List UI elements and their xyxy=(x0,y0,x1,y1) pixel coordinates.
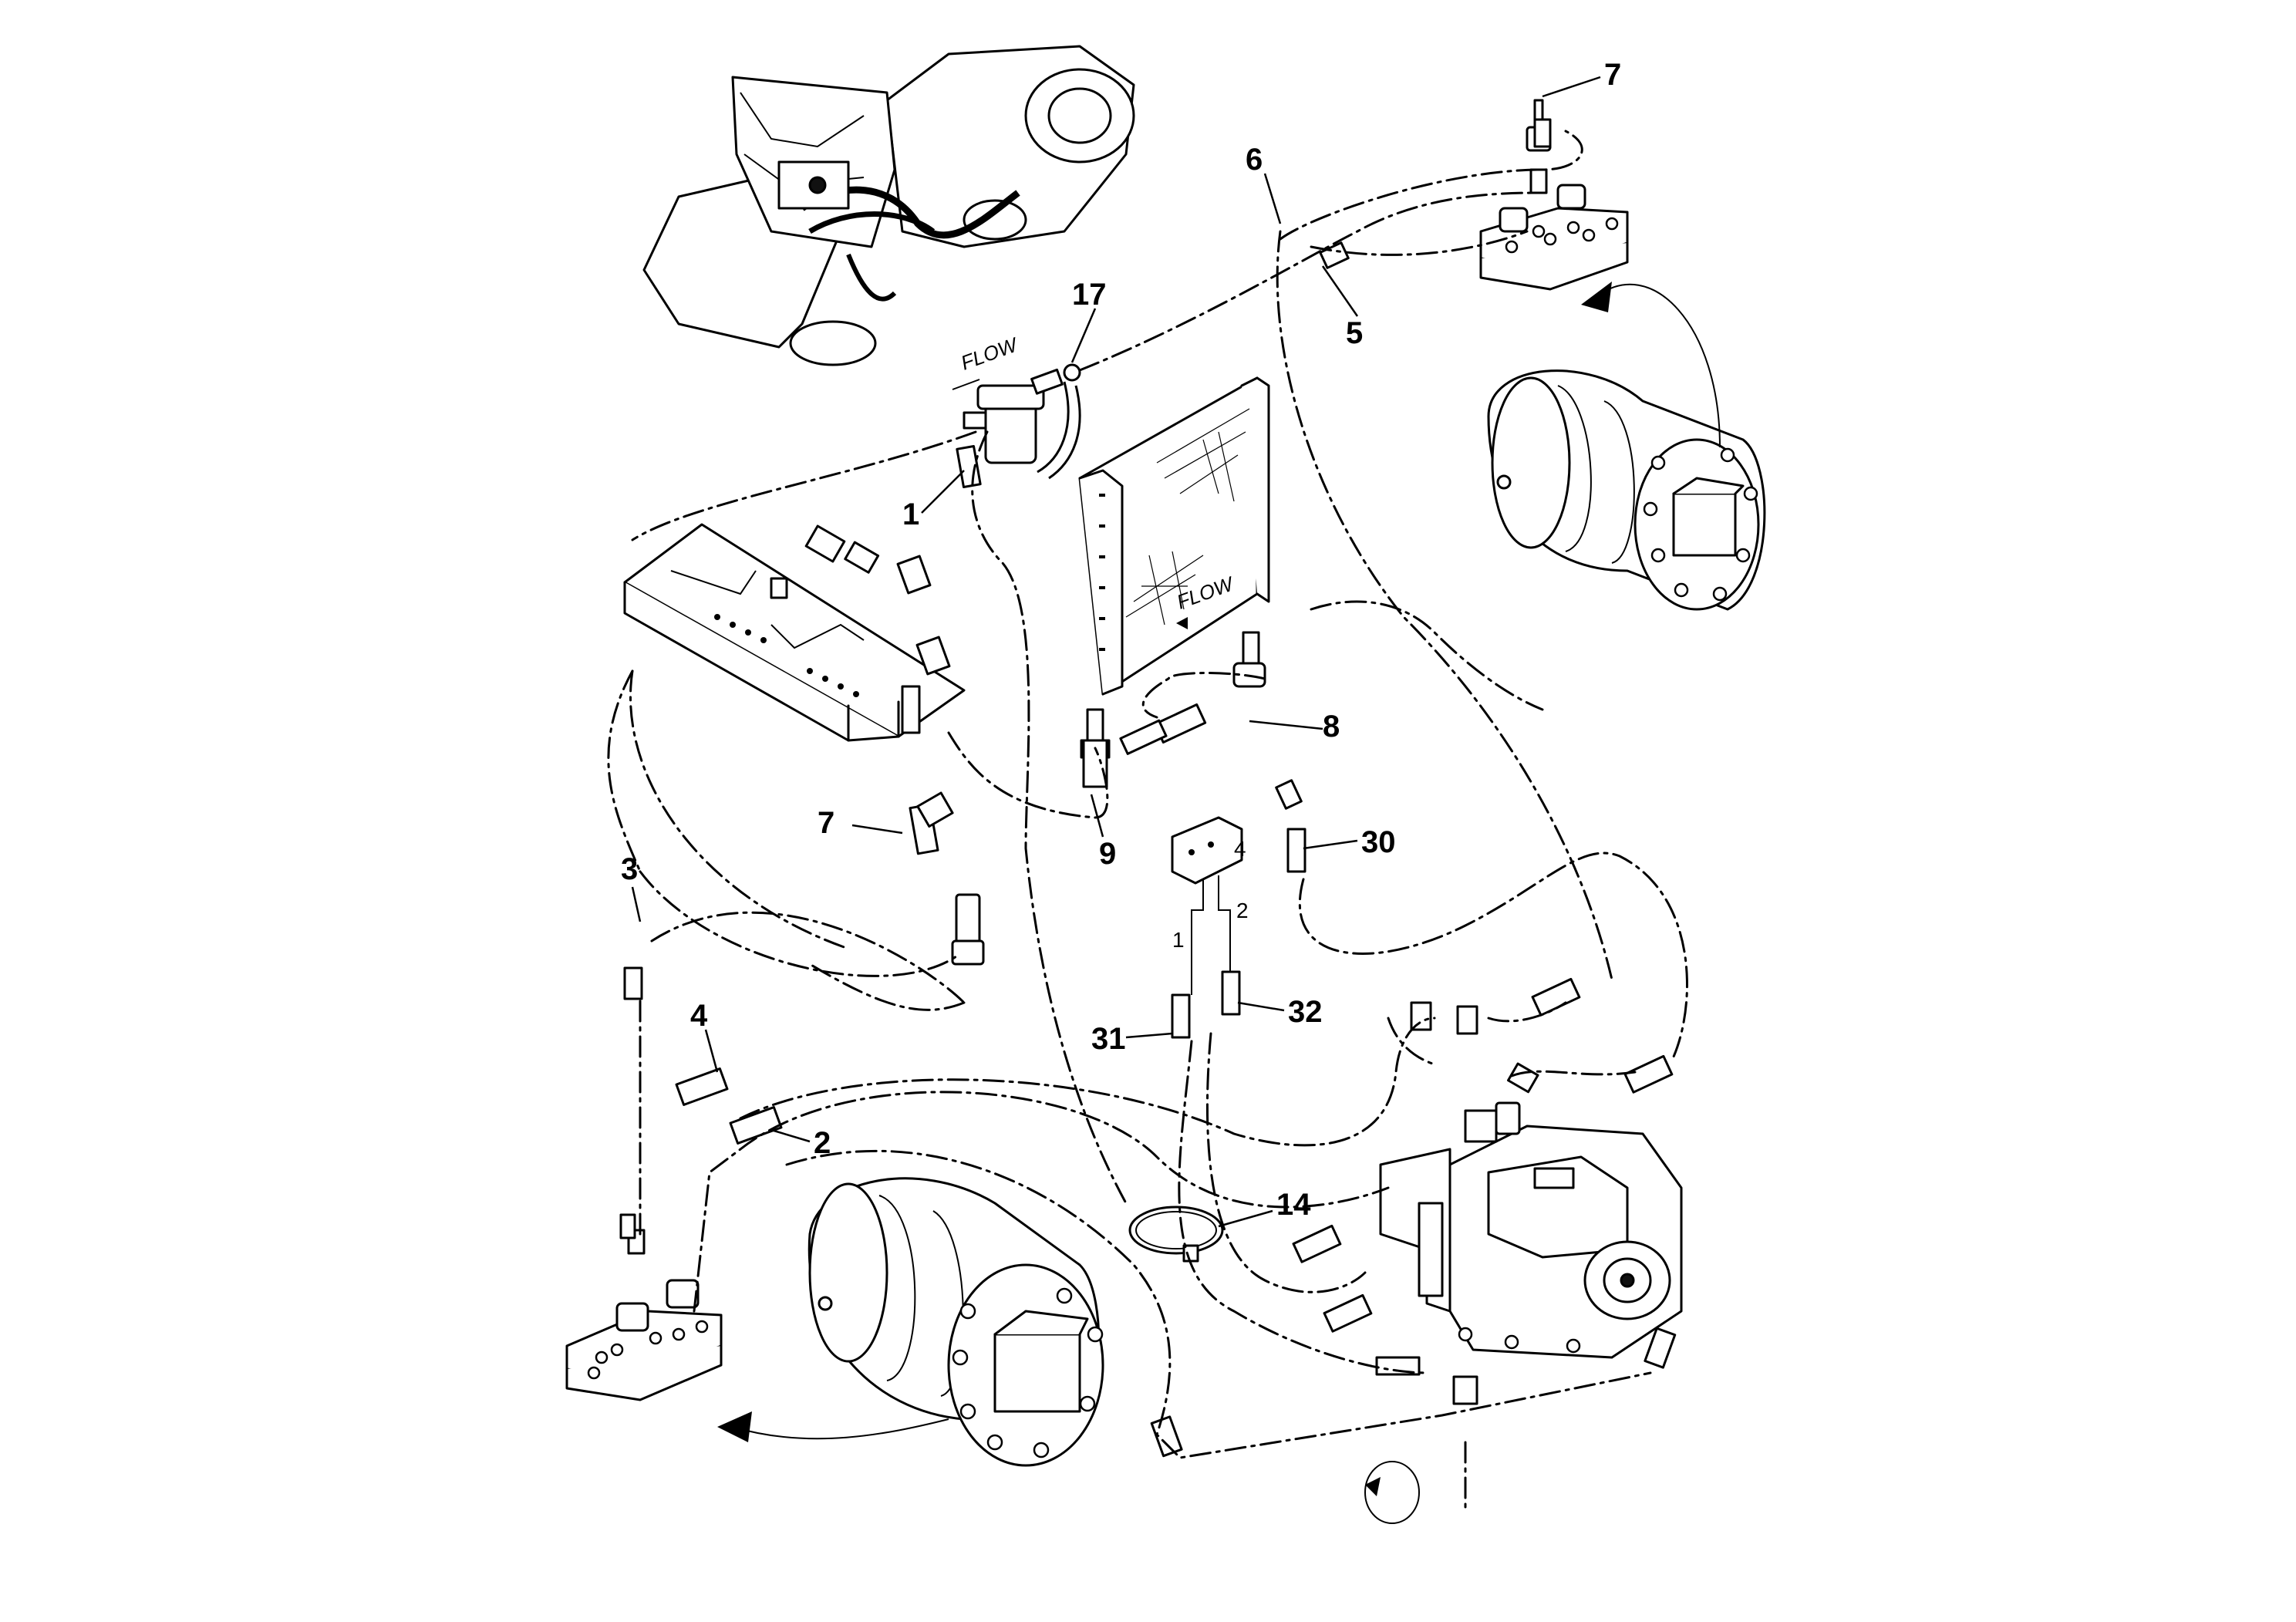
oil-cooler: FLOW xyxy=(1078,376,1270,759)
right-motor-valve-block xyxy=(1479,99,1629,291)
callout-32: 32 xyxy=(1288,995,1323,1029)
left-drive-motor xyxy=(807,1177,1104,1467)
hose-fittings xyxy=(619,118,1677,1458)
oil-filter: FLOW xyxy=(952,332,1081,489)
callout-5: 5 xyxy=(1346,316,1363,350)
right-motor-arrow xyxy=(1596,283,1721,448)
callout-14: 14 xyxy=(1276,1188,1311,1222)
rotation-direction-symbol xyxy=(1364,1461,1420,1524)
left-motor-arrowhead xyxy=(717,1411,752,1442)
right-motor-arrowhead xyxy=(1581,282,1612,312)
control-valve: 4 2 1 xyxy=(1171,779,1303,995)
valve-port-4: 4 xyxy=(1234,837,1246,861)
callout-4: 4 xyxy=(690,999,708,1033)
callout-7-top: 7 xyxy=(1604,58,1621,92)
callout-2: 2 xyxy=(814,1126,831,1160)
right-drive-motor xyxy=(1487,369,1766,611)
roller-machine-overview xyxy=(642,45,1135,366)
left-motor-arrow xyxy=(732,1418,949,1440)
hose-clamp xyxy=(1128,1206,1224,1263)
hydraulic-tank xyxy=(623,523,966,742)
callout-numbers: 7 6 5 17 1 8 9 7 30 3 4 31 32 2 14 xyxy=(621,58,1621,1222)
valve-port-2: 2 xyxy=(1236,899,1249,922)
callout-3: 3 xyxy=(621,852,638,886)
callout-7-left: 7 xyxy=(818,806,834,840)
left-motor-valve-block xyxy=(565,1229,723,1401)
hydraulic-pump xyxy=(1379,1101,1683,1359)
hose-lines xyxy=(607,130,1688,1513)
callout-leader-lines xyxy=(631,76,1601,1228)
callout-6: 6 xyxy=(1246,143,1263,177)
filter-flow-label: FLOW xyxy=(958,332,1022,375)
callout-1: 1 xyxy=(902,497,919,531)
callout-30: 30 xyxy=(1361,825,1396,859)
callout-8: 8 xyxy=(1323,710,1340,744)
callout-31: 31 xyxy=(1091,1022,1126,1056)
callout-17: 17 xyxy=(1072,278,1107,312)
callout-9: 9 xyxy=(1099,837,1116,871)
valve-port-1: 1 xyxy=(1172,928,1185,952)
